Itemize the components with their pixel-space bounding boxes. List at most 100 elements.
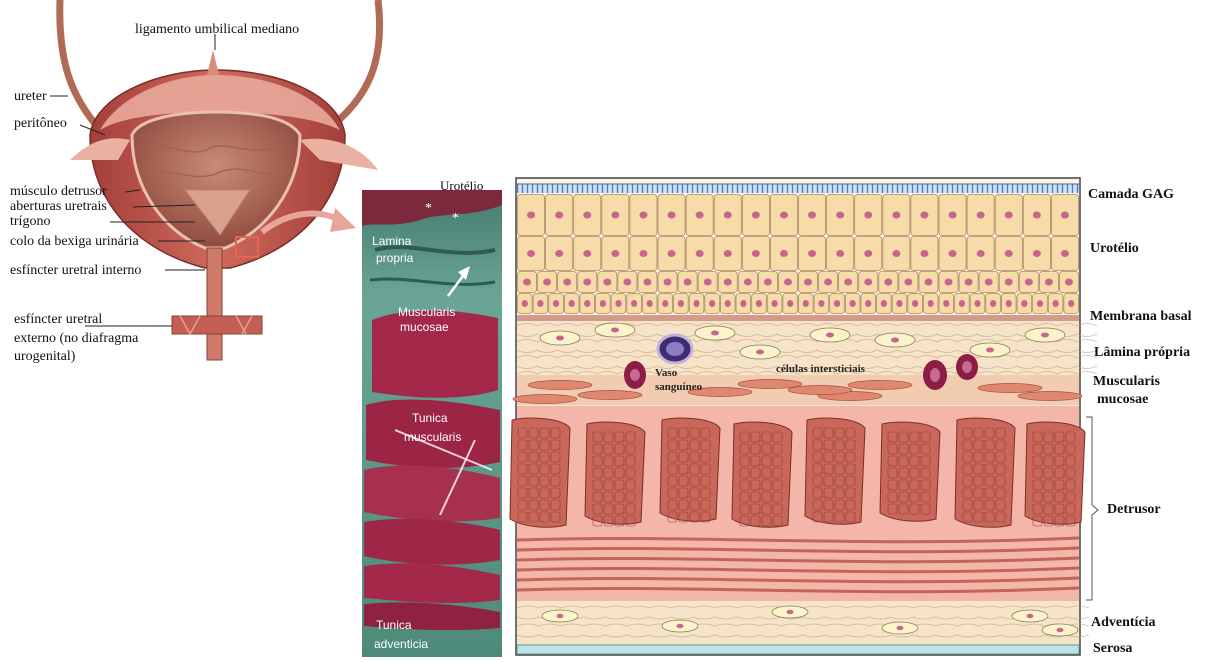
cell-nucleus (974, 300, 980, 307)
cell-nucleus (850, 300, 856, 307)
cell-nucleus (959, 300, 965, 307)
histo-label-urotelio: Urotélio (440, 178, 483, 193)
label-trigono: trígono (10, 214, 50, 229)
basement-membrane (517, 315, 1079, 321)
cell-nucleus (808, 250, 816, 257)
cell-nucleus (881, 300, 887, 307)
cell-nucleus (696, 212, 704, 219)
cell-nucleus (724, 250, 732, 257)
cell-nucleus (904, 279, 912, 286)
cell-nucleus (836, 212, 844, 219)
cell-nucleus (920, 212, 928, 219)
label-serosa: Serosa (1093, 641, 1132, 656)
cell-nucleus (977, 212, 985, 219)
cell-nucleus (583, 279, 591, 286)
cell-nucleus (744, 279, 752, 286)
histo-label-muscularis-1: Muscularis (398, 305, 455, 319)
ligament-shape (207, 50, 219, 75)
cell-nucleus (1037, 300, 1043, 307)
cell-nucleus (752, 250, 760, 257)
cell-nucleus (740, 300, 746, 307)
smooth-muscle-cell (788, 386, 852, 395)
cell-nucleus (704, 279, 712, 286)
cell-nucleus (1021, 300, 1027, 307)
label-lamina-propria: Lâmina própria (1094, 345, 1190, 360)
cell-nucleus (709, 300, 715, 307)
cell-nucleus (844, 279, 852, 286)
label-esfincter-externo-2: externo (no diafragma (14, 331, 139, 346)
smooth-muscle-cell (578, 391, 642, 400)
cell-nucleus (804, 279, 812, 286)
cell-nucleus (724, 212, 732, 219)
cell-nucleus (600, 300, 606, 307)
gag-layer (517, 184, 1079, 193)
cell-nucleus (818, 300, 824, 307)
smooth-muscle-cell (978, 384, 1042, 393)
cell-nucleus (756, 300, 762, 307)
ureter-left-shape (60, 0, 100, 130)
histo-label-tunica-1: Tunica (412, 411, 448, 425)
cell-nucleus (583, 250, 591, 257)
label-esfincter-externo-3: urogenital) (14, 349, 76, 364)
cell-nucleus (678, 300, 684, 307)
cell-nucleus (684, 279, 692, 286)
cell-nucleus (808, 212, 816, 219)
label-muscularis-1: Muscularis (1093, 374, 1160, 389)
cell-nucleus (1006, 300, 1012, 307)
label-peritoneo: peritôneo (14, 116, 67, 131)
cell-nucleus (555, 212, 563, 219)
label-camada-gag: Camada GAG (1088, 187, 1174, 202)
histo-label-muscularis-2: mucosae (400, 320, 449, 334)
histo-label-adventicia-2: adventicia (374, 637, 428, 651)
cell-nucleus (892, 212, 900, 219)
cell-nucleus (834, 300, 840, 307)
cell-nucleus (611, 250, 619, 257)
histo-label-lamina-1: Lamina (372, 234, 412, 248)
detrusor-bracket (1086, 417, 1098, 600)
cell-nucleus (1033, 212, 1041, 219)
histology-micrograph: * * Urotélio Lamina propria Muscularis m… (362, 177, 502, 657)
cell-nucleus (1005, 250, 1013, 257)
cell-nucleus (639, 212, 647, 219)
cell-nucleus (725, 300, 731, 307)
label-detrusor: Detrusor (1107, 502, 1161, 517)
smooth-muscle-cell (528, 381, 592, 390)
cell-nucleus (780, 250, 788, 257)
cell-nucleus (924, 279, 932, 286)
label-esfincter-externo-1: esfíncter uretral (14, 312, 102, 327)
cell-nucleus (563, 279, 571, 286)
cell-nucleus (527, 212, 535, 219)
cell-nucleus (949, 250, 957, 257)
histo-label-lamina-2: propria (376, 251, 414, 265)
cell-nucleus (780, 212, 788, 219)
cell-nucleus (522, 300, 528, 307)
label-celulas: células intersticiais (776, 363, 866, 375)
cell-nucleus (584, 300, 590, 307)
cell-nucleus (1025, 279, 1033, 286)
label-membrana-basal: Membrana basal (1090, 309, 1192, 324)
cell-nucleus (569, 300, 575, 307)
cell-nucleus (639, 250, 647, 257)
cell-nucleus (611, 212, 619, 219)
cell-nucleus (1045, 279, 1053, 286)
cell-nucleus (1061, 250, 1069, 257)
cell-nucleus (824, 279, 832, 286)
cell-nucleus (965, 279, 973, 286)
cell-nucleus (896, 300, 902, 307)
cell-nucleus (643, 279, 651, 286)
cell-nucleus (523, 279, 531, 286)
cell-nucleus (864, 279, 872, 286)
cell-nucleus (696, 250, 704, 257)
label-musculo-detrusor: músculo detrusor (10, 184, 107, 199)
cell-nucleus (945, 279, 953, 286)
urethra-shape (207, 248, 222, 360)
cell-nucleus (865, 300, 871, 307)
cell-nucleus (647, 300, 653, 307)
label-muscularis-2: mucosae (1097, 392, 1148, 407)
label-colo: colo da bexiga urinária (10, 234, 139, 249)
cell-nucleus (771, 300, 777, 307)
cell-nucleus (603, 279, 611, 286)
smooth-muscle-cell (1018, 392, 1082, 401)
cell-nucleus (784, 279, 792, 286)
